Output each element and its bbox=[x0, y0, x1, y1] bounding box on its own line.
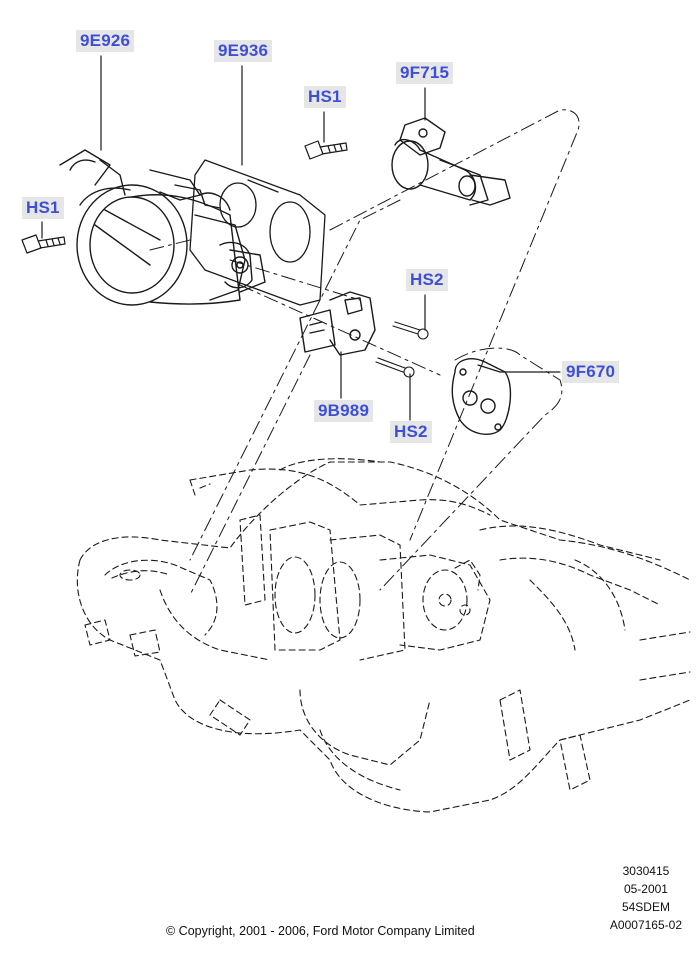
callout-hs2-bottom[interactable]: HS2 bbox=[390, 421, 432, 443]
drawing-reference-block: 3030415 05-2001 54SDEM A0007165-02 bbox=[610, 862, 682, 934]
callout-hs1-left[interactable]: HS1 bbox=[22, 197, 64, 219]
screw-hs2-upper bbox=[392, 321, 429, 340]
callout-9F715[interactable]: 9F715 bbox=[396, 62, 454, 84]
callout-hs1-top[interactable]: HS1 bbox=[304, 86, 346, 108]
bolt-hs1-top bbox=[304, 140, 348, 160]
callout-9B989[interactable]: 9B989 bbox=[314, 400, 374, 422]
copyright-notice: © Copyright, 2001 - 2006, Ford Motor Com… bbox=[166, 924, 475, 938]
leader-lines bbox=[41, 55, 561, 421]
callout-9E936[interactable]: 9E936 bbox=[214, 40, 273, 62]
idle-air-control-valve bbox=[391, 117, 511, 206]
throttle-body bbox=[59, 149, 266, 306]
screw-hs2-lower bbox=[375, 357, 415, 378]
gasket bbox=[189, 159, 326, 306]
throttle-position-sensor bbox=[299, 291, 376, 356]
callout-9F670[interactable]: 9F670 bbox=[562, 361, 620, 383]
idle-valve-gasket bbox=[451, 358, 512, 436]
callout-9E926[interactable]: 9E926 bbox=[76, 30, 135, 52]
reference-number: 3030415 bbox=[622, 864, 670, 878]
callout-hs2-top[interactable]: HS2 bbox=[406, 269, 448, 291]
intake-manifold bbox=[76, 458, 691, 813]
reference-id: A0007165-02 bbox=[609, 918, 682, 932]
reference-date: 05-2001 bbox=[623, 882, 668, 896]
reference-code: 54SDEM bbox=[621, 900, 670, 914]
bolt-hs1-left bbox=[21, 234, 66, 254]
